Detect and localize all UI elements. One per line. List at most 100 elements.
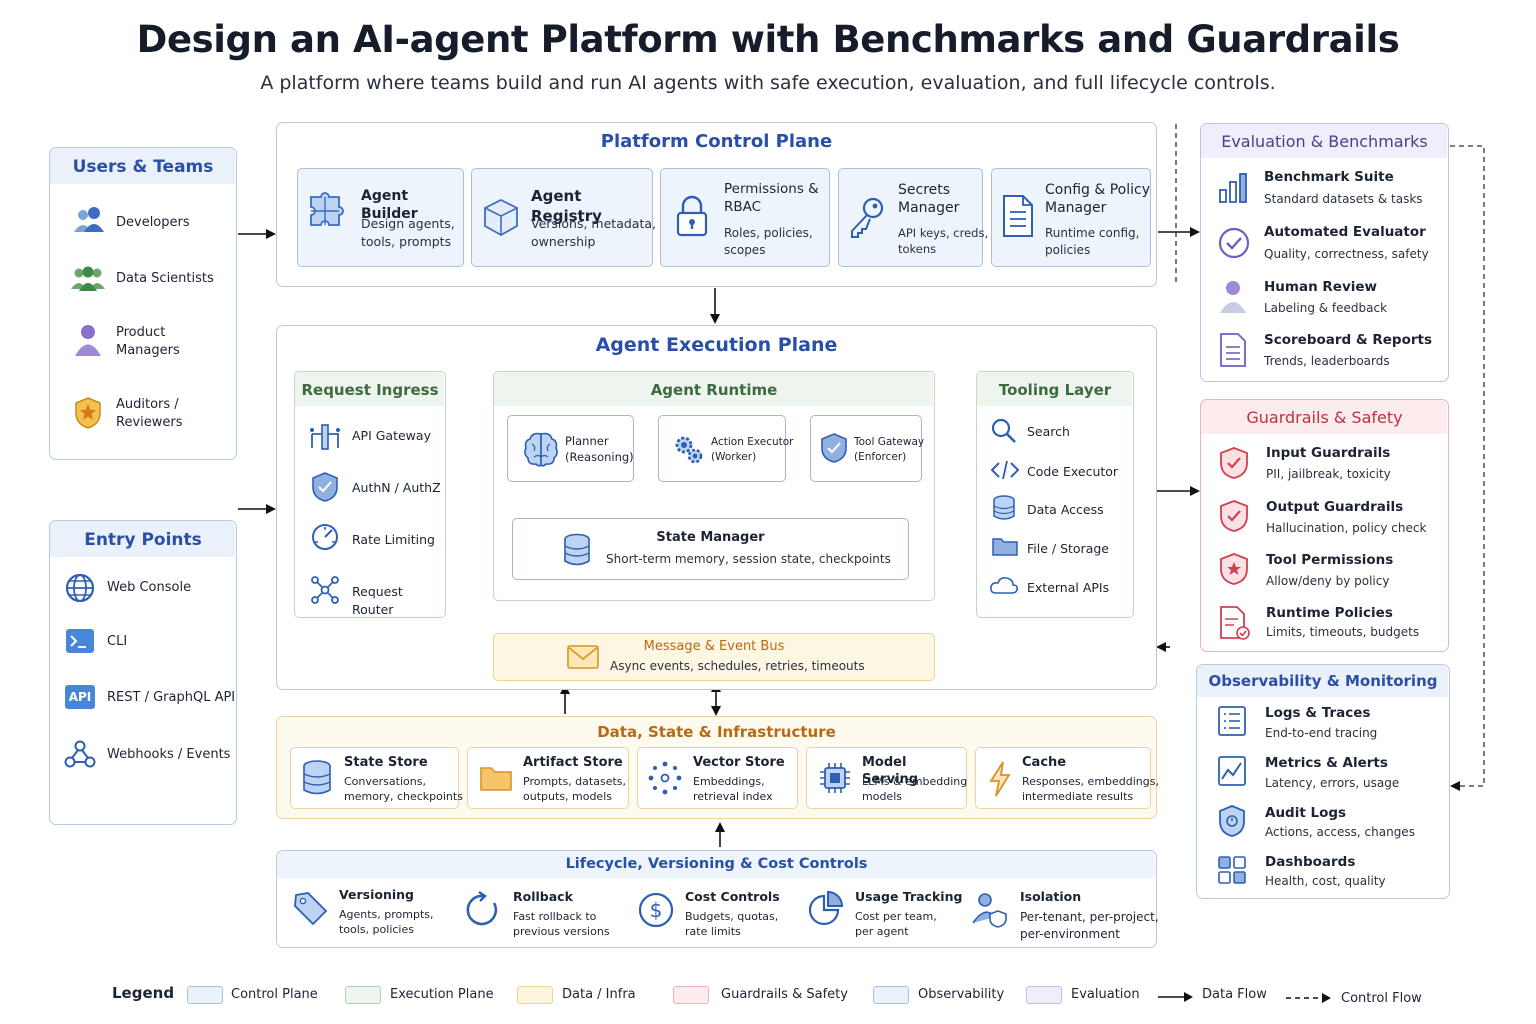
vector-icon: [648, 761, 682, 795]
report-icon: [1220, 333, 1246, 367]
entry-item-web-console: Web Console: [107, 580, 192, 595]
request-ingress-header: Request Ingress: [301, 381, 439, 399]
shield-star-icon: [1220, 553, 1248, 585]
model-serving-desc: LLMs & embedding models: [862, 775, 968, 804]
card-permissions-rbac[interactable]: Permissions & RBAC Roles, policies, scop…: [660, 168, 830, 267]
observability-header: Observability & Monitoring: [1208, 672, 1438, 690]
request-ingress-panel: Request Ingress API Gateway AuthN / Auth…: [294, 371, 446, 618]
planner-label: Planner (Reasoning): [565, 434, 634, 465]
database-icon: [303, 760, 331, 795]
legend-label-observability: Observability: [918, 987, 1005, 1002]
state-manager-box[interactable]: State Manager Short-term memory, session…: [512, 518, 909, 580]
event-bus-title: Message & Event Bus: [643, 639, 785, 654]
action-executor-box[interactable]: Action Executor (Worker): [658, 415, 794, 482]
permissions-desc: Roles, policies, scopes: [724, 226, 813, 257]
state-store-desc: Conversations, memory, checkpoints: [344, 775, 463, 804]
ingress-request-router: Request Router: [352, 584, 403, 617]
tool-file-storage: File / Storage: [1027, 541, 1109, 556]
card-vector-store[interactable]: Vector Store Embeddings, retrieval index: [637, 747, 798, 809]
logs-traces-desc: End-to-end tracing: [1265, 726, 1378, 740]
config-title: Config & Policy Manager: [1045, 182, 1151, 217]
tool-permissions-title: Tool Permissions: [1266, 552, 1394, 568]
rollback-icon: [466, 891, 498, 926]
developers-icon: [74, 207, 104, 232]
tool-gateway-box[interactable]: Tool Gateway (Enforcer): [810, 415, 924, 482]
agent-builder-desc: Design agents, tools, prompts: [361, 216, 455, 249]
card-config-policy[interactable]: Config & Policy Manager Runtime config, …: [991, 168, 1151, 267]
legend-label-data-flow: Data Flow: [1202, 987, 1267, 1002]
human-review-title: Human Review: [1264, 279, 1378, 295]
versioning-desc: Agents, prompts, tools, policies: [339, 908, 434, 937]
card-artifact-store[interactable]: Artifact Store Prompts, datasets, output…: [467, 747, 629, 809]
state-db-icon: [564, 533, 590, 566]
secrets-title: Secrets Manager: [898, 182, 960, 217]
api-gateway-icon: [310, 424, 340, 450]
card-secrets-manager[interactable]: Secrets Manager API keys, creds, tokens: [838, 168, 988, 267]
policy-doc-icon: [1220, 606, 1250, 640]
auditors-icon: [75, 397, 101, 429]
evaluation-header: Evaluation & Benchmarks: [1221, 132, 1428, 151]
scoreboard-desc: Trends, leaderboards: [1264, 354, 1390, 368]
card-state-store[interactable]: State Store Conversations, memory, check…: [290, 747, 463, 809]
isolation-icon: [972, 893, 1007, 928]
tooling-layer-header: Tooling Layer: [998, 381, 1112, 399]
rollback-desc: Fast rollback to previous versions: [513, 910, 610, 939]
audit-icon: [1219, 805, 1245, 837]
users-teams-header: Users & Teams: [72, 157, 214, 177]
legend-swatch-observability: [873, 986, 909, 1004]
ingress-rate-limiting: Rate Limiting: [352, 532, 435, 547]
cache-title: Cache: [1022, 755, 1067, 770]
logs-icon: [1218, 706, 1246, 736]
vector-store-desc: Embeddings, retrieval index: [693, 775, 773, 804]
isolation-title: Isolation: [1020, 889, 1082, 904]
dashboards-title: Dashboards: [1265, 854, 1356, 870]
gears-icon: [675, 436, 703, 464]
executor-label: Action Executor (Worker): [711, 436, 794, 463]
check-circle-icon: [1218, 227, 1250, 259]
tool-permissions-desc: Allow/deny by policy: [1266, 574, 1390, 588]
data-access-icon: [993, 495, 1015, 520]
runtime-policies-title: Runtime Policies: [1266, 605, 1393, 621]
entry-item-cli: CLI: [107, 634, 128, 649]
output-guardrails-title: Output Guardrails: [1266, 499, 1404, 515]
auth-shield-icon: [312, 472, 338, 502]
webhook-icon: [64, 740, 96, 768]
card-agent-registry[interactable]: Agent Registry Versions, metadata, owner…: [471, 168, 656, 267]
cloud-icon: [990, 577, 1018, 594]
guardrails-panel: Guardrails & Safety Input Guardrails PII…: [1200, 399, 1449, 652]
evaluation-panel: Evaluation & Benchmarks Benchmark Suite …: [1200, 123, 1449, 382]
output-guard-shield-icon: [1220, 500, 1248, 532]
agent-runtime-header: Agent Runtime: [650, 381, 778, 399]
cache-desc: Responses, embeddings, intermediate resu…: [1022, 775, 1159, 804]
brain-icon: [524, 432, 558, 467]
tag-icon: [294, 892, 328, 926]
legend-label-control: Control Plane: [231, 987, 318, 1002]
entry-points-header: Entry Points: [84, 530, 202, 550]
input-guard-shield-icon: [1220, 447, 1248, 479]
gateway-shield-icon: [821, 433, 847, 463]
users-item-auditors: Auditors / Reviewers: [116, 397, 183, 431]
card-cache[interactable]: Cache Responses, embeddings, intermediat…: [975, 747, 1159, 809]
lock-icon: [676, 195, 708, 237]
search-icon: [991, 418, 1016, 443]
card-agent-builder[interactable]: Agent Builder Design agents, tools, prom…: [297, 168, 464, 267]
data-infra-header: Data, State & Infrastructure: [597, 723, 836, 741]
users-item-developers: Developers: [116, 215, 190, 230]
secrets-desc: API keys, creds, tokens: [898, 226, 989, 257]
router-icon: [311, 576, 339, 604]
state-manager-title: State Manager: [656, 530, 765, 545]
control-flow-arrow-icon: [1286, 993, 1331, 1003]
entry-points-panel: Entry Points Web Console CLI API REST / …: [49, 520, 237, 825]
planner-box[interactable]: Planner (Reasoning): [507, 415, 634, 482]
artifact-store-desc: Prompts, datasets, outputs, models: [523, 775, 627, 804]
runtime-policies-desc: Limits, timeouts, budgets: [1266, 625, 1420, 639]
card-model-serving[interactable]: Model Serving LLMs & embedding models: [806, 747, 967, 809]
control-plane-header: Platform Control Plane: [600, 131, 833, 152]
rollback-title: Rollback: [513, 889, 573, 904]
lightning-icon: [989, 761, 1011, 797]
isolation-desc: Per-tenant, per-project, per-environment: [1020, 910, 1159, 941]
usage-tracking-title: Usage Tracking: [855, 889, 963, 904]
data-scientists-icon: [71, 266, 105, 291]
tool-data-access: Data Access: [1027, 502, 1104, 517]
data-flow-arrow-icon: [1158, 992, 1193, 1002]
